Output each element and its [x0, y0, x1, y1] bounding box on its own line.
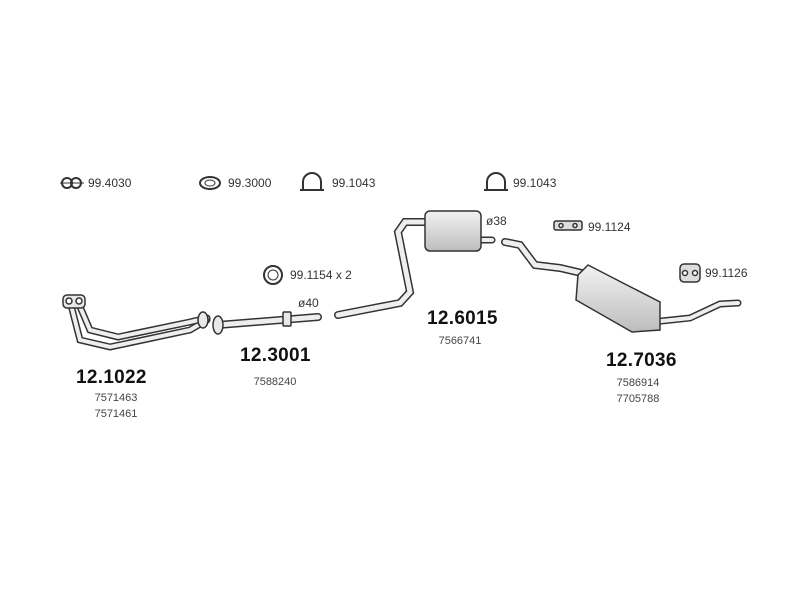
middle-muffler — [424, 210, 482, 252]
oem-ref: 7588240 — [253, 376, 297, 388]
rear-pipe — [501, 238, 742, 326]
accessory-code: 99.4030 — [88, 176, 132, 190]
accessory-code: 99.1126 — [705, 266, 748, 280]
part-refs: 7588240 — [245, 374, 305, 390]
ring-gasket-icon — [263, 265, 283, 285]
rubber-hanger-icon — [553, 220, 583, 231]
u-bolt-clamp-icon — [484, 172, 508, 191]
part-number: 12.3001 — [240, 345, 311, 366]
part-number: 12.1022 — [76, 367, 147, 388]
part-refs: 7586914 7705788 — [608, 375, 668, 407]
front-pipe-flange — [62, 294, 86, 309]
accessory-code: 99.1154 x 2 — [290, 268, 352, 282]
intermediate-pipe — [214, 313, 322, 329]
diameter-label: ø40 — [298, 296, 319, 310]
u-bolt-clamp-icon — [300, 172, 324, 191]
part-refs: 7566741 — [430, 333, 490, 349]
part-number: 12.6015 — [427, 308, 498, 329]
gasket-ring-icon — [199, 176, 221, 190]
oem-ref: 7566741 — [438, 335, 482, 347]
accessory-code: 99.1124 — [588, 220, 631, 234]
oem-ref: 7705788 — [616, 393, 660, 405]
accessory-code: 99.3000 — [228, 176, 272, 190]
rubber-mount-icon — [679, 263, 701, 283]
intermediate-pipe-flange — [212, 311, 292, 335]
oem-ref: 7571463 — [94, 392, 138, 404]
front-pipe — [67, 298, 211, 351]
double-ring-clamp-icon — [60, 177, 84, 189]
middle-pipe — [334, 218, 496, 319]
accessory-code: 99.1043 — [332, 176, 376, 190]
rear-muffler — [575, 264, 661, 333]
accessory-code: 99.1043 — [513, 176, 557, 190]
part-number: 12.7036 — [606, 350, 677, 371]
oem-ref: 7571461 — [94, 408, 138, 420]
oem-ref: 7586914 — [616, 377, 660, 389]
front-pipe-end-flange — [197, 311, 209, 329]
part-refs: 7571463 7571461 — [86, 390, 146, 422]
diameter-label: ø38 — [486, 214, 507, 228]
